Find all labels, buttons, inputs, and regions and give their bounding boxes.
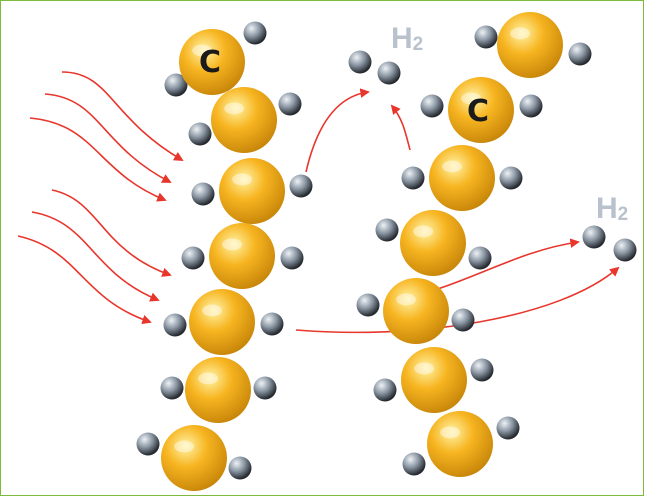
- escape-arrow-left-h2: [305, 88, 370, 173]
- h-l4-a: [181, 246, 205, 270]
- h-r2-a: [420, 94, 444, 118]
- h-r1-b: [568, 42, 592, 66]
- h-l5-a: [163, 313, 187, 337]
- carbon-r5-highlight: [396, 293, 416, 306]
- carbon-label-left: C: [199, 45, 221, 80]
- h-r1-a: [474, 25, 498, 49]
- h2-label-top-subscript: 2: [413, 34, 424, 55]
- h-l1-b: [164, 73, 188, 97]
- carbon-l5-highlight: [202, 304, 223, 317]
- h2-label-top-h: H: [391, 22, 413, 55]
- carbon-l2: [211, 87, 277, 153]
- carbon-l7-highlight: [174, 440, 195, 453]
- h-r5-b: [451, 308, 475, 332]
- carbon-r1: [497, 12, 563, 78]
- incoming-arrow-3: [29, 117, 167, 202]
- carbon-l3: [219, 158, 285, 224]
- carbon-r2-highlight: [461, 92, 481, 105]
- carbon-l1-highlight: [192, 44, 213, 57]
- h-r4-b: [468, 246, 492, 270]
- h2-label-top: H2: [391, 22, 423, 55]
- carbon-l4-highlight: [222, 238, 243, 251]
- h-l2-a: [278, 92, 302, 116]
- h2-free-left-b: [377, 61, 401, 85]
- h2-label-right-h: H: [596, 192, 618, 225]
- h-r4-a: [375, 218, 399, 242]
- h-r6-b: [470, 358, 494, 382]
- h2-free-left-a: [348, 50, 372, 74]
- carbon-l6: [185, 357, 251, 423]
- carbon-l2-highlight: [224, 102, 245, 115]
- carbon-r7: [427, 411, 493, 477]
- h-l7-b: [228, 456, 252, 480]
- carbon-l4: [209, 223, 275, 289]
- carbon-l6-highlight: [198, 372, 219, 385]
- incoming-arrow-6: [17, 235, 152, 325]
- h-r3-b: [499, 166, 523, 190]
- h2-free-right-a: [582, 225, 606, 249]
- carbon-l5: [189, 289, 255, 355]
- carbon-r2: [448, 77, 514, 143]
- h-l5-b: [260, 312, 284, 336]
- escape-arrow-long: [295, 266, 620, 334]
- h-r3-a: [401, 166, 425, 190]
- h2-label-right: H2: [596, 192, 628, 225]
- atoms-group: [136, 12, 637, 491]
- h-l2-b: [188, 122, 212, 146]
- h2-free-right-b: [613, 238, 637, 262]
- h-l4-b: [280, 246, 304, 270]
- incoming-arrow-4: [51, 189, 172, 277]
- h-r2-b: [519, 94, 543, 118]
- carbon-l3-highlight: [232, 173, 253, 186]
- carbon-l7: [161, 425, 227, 491]
- carbon-label-right: C: [467, 94, 489, 129]
- carbon-r7-highlight: [440, 426, 460, 439]
- h-r7-b: [496, 416, 520, 440]
- h2-label-right-subscript: 2: [618, 204, 629, 225]
- escape-arrow-right-up: [390, 104, 411, 151]
- incoming-arrow-1: [61, 71, 184, 161]
- incoming-arrow-2: [44, 93, 172, 183]
- carbon-r6-highlight: [414, 362, 434, 375]
- h-l3-b: [289, 174, 313, 198]
- h-l7-a: [136, 432, 160, 456]
- h-r7-a: [402, 452, 426, 476]
- carbon-r4-highlight: [413, 225, 433, 238]
- incoming-arrow-5: [31, 211, 160, 302]
- carbon-r6: [401, 347, 467, 413]
- carbon-l1: [179, 29, 245, 95]
- carbon-r4: [400, 210, 466, 276]
- carbon-r5: [383, 278, 449, 344]
- heat-arrows-group: [17, 71, 620, 334]
- h-l6-b: [253, 376, 277, 400]
- h-r5-a: [356, 293, 380, 317]
- h-l1-a: [243, 21, 267, 45]
- h-l3-a: [191, 182, 215, 206]
- carbon-r3: [429, 145, 495, 211]
- h-r6-a: [373, 378, 397, 402]
- h-l6-a: [160, 376, 184, 400]
- carbon-r1-highlight: [510, 27, 530, 40]
- carbon-r3-highlight: [442, 160, 462, 173]
